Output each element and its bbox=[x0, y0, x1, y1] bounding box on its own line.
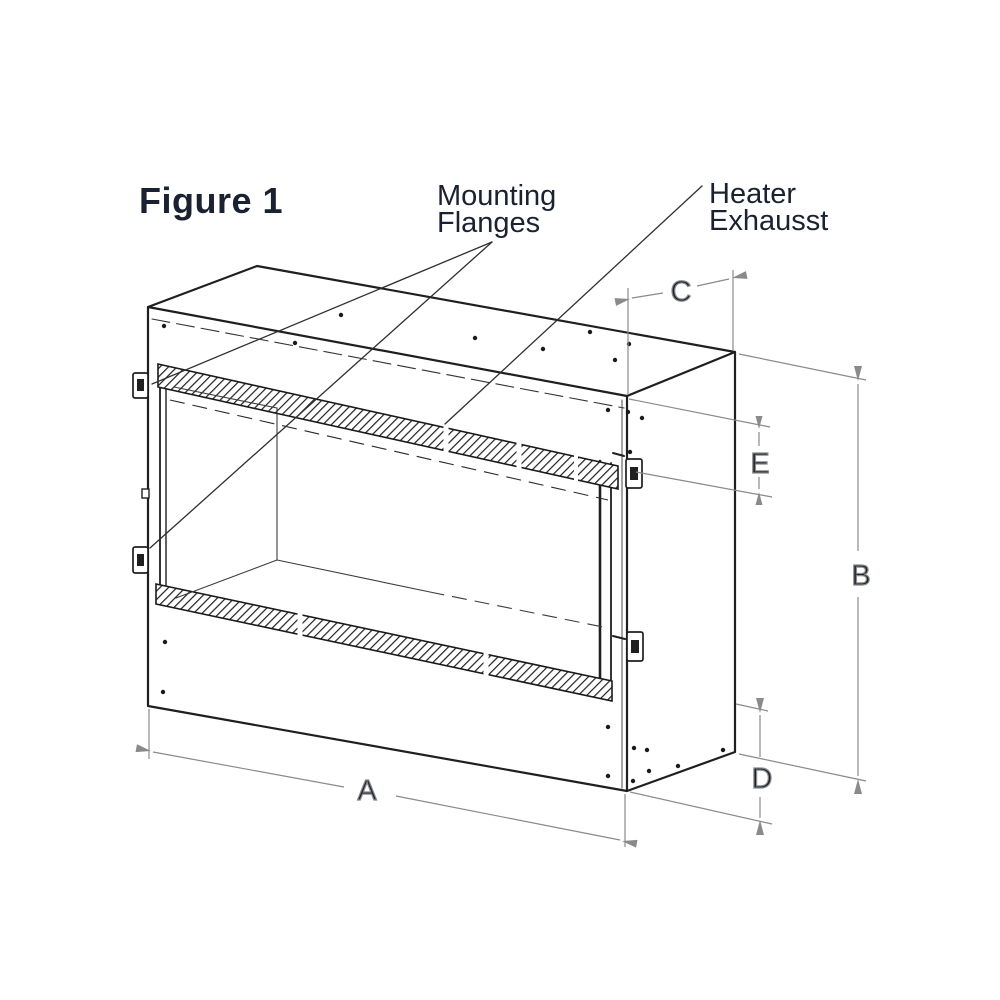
dim-b-label: B bbox=[851, 560, 870, 592]
dim-c-line-right bbox=[696, 278, 730, 287]
mounting-flange-top-left bbox=[132, 372, 149, 399]
left-edge-clip-tick bbox=[141, 488, 150, 499]
mounting-flanges-label-line2: Flanges bbox=[437, 207, 540, 239]
leader-lines bbox=[149, 185, 703, 549]
flange-slot bbox=[137, 379, 144, 391]
dim-a-arrow-right bbox=[622, 839, 638, 848]
bottom-grille-band bbox=[155, 583, 613, 702]
grille-band bbox=[157, 363, 619, 490]
mounting-flange-bottom-left bbox=[132, 546, 149, 574]
dim-e-ext-top bbox=[628, 398, 771, 428]
mounting-flanges bbox=[132, 372, 644, 662]
flange-slot bbox=[137, 554, 144, 566]
dim-e-arrow-top bbox=[755, 416, 763, 429]
dim-c-line-left bbox=[631, 292, 664, 299]
dimension-c: C bbox=[614, 270, 748, 394]
dim-a-arrow-left bbox=[135, 744, 151, 753]
mounting-flange-top-right bbox=[625, 458, 643, 489]
dim-c-label: C bbox=[671, 276, 692, 308]
dim-d-arrow-top bbox=[756, 698, 764, 713]
bottom-grille bbox=[155, 583, 613, 702]
dim-a-line-left bbox=[152, 751, 345, 788]
heater-exhaust-leader bbox=[444, 185, 703, 425]
dim-c-arrow-left bbox=[614, 298, 630, 306]
dim-d-label: D bbox=[752, 763, 773, 795]
right-side-face bbox=[625, 350, 737, 793]
dim-a-line-right bbox=[395, 795, 621, 841]
dim-d-arrow-bottom bbox=[756, 820, 764, 835]
dim-b-ext-top bbox=[738, 353, 867, 381]
dim-b-arrow-bottom bbox=[854, 779, 862, 794]
mounting-flanges-leader-lower bbox=[149, 241, 493, 549]
dim-e-arrow-bottom bbox=[755, 492, 763, 505]
dim-e-label: E bbox=[750, 448, 769, 480]
flange-tick-right-top bbox=[612, 452, 625, 457]
front-top-hem-line bbox=[151, 318, 625, 409]
interior-floor-back-edge-solid bbox=[276, 559, 431, 593]
front-face bbox=[146, 305, 629, 793]
mounting-flange-bottom-right bbox=[626, 631, 644, 662]
heater-exhaust-label: Heater Exhausst bbox=[709, 178, 828, 237]
heater-exhaust-grille bbox=[157, 363, 619, 501]
flange-slot bbox=[631, 640, 639, 653]
dimension-d: D bbox=[629, 698, 773, 835]
mounting-flanges-leader-upper bbox=[151, 241, 493, 385]
heater-exhaust-label-line1: Heater bbox=[709, 178, 796, 210]
heater-exhaust-label-line2: Exhausst bbox=[709, 205, 828, 237]
flange-slot bbox=[630, 467, 638, 480]
flange-tick-right-bottom bbox=[612, 635, 626, 640]
dim-d-ext-bottom bbox=[629, 791, 773, 825]
unit-body bbox=[146, 264, 737, 793]
interior-floor-back-edge-dashed bbox=[429, 591, 609, 629]
dim-a-label: A bbox=[357, 775, 377, 807]
interior-left-wall-base bbox=[175, 559, 278, 599]
dim-b-ext-bottom bbox=[738, 753, 867, 782]
interior-lines bbox=[173, 386, 609, 629]
mounting-flanges-label-line1: Mounting bbox=[437, 180, 556, 212]
dimension-e: E bbox=[628, 398, 773, 505]
figure-title: Figure 1 bbox=[139, 180, 283, 221]
grille-inner-line bbox=[169, 399, 609, 501]
top-face bbox=[146, 264, 737, 398]
dimension-a: A bbox=[135, 709, 638, 848]
dimension-b: B bbox=[738, 353, 871, 794]
dim-b-arrow-top bbox=[854, 366, 862, 381]
mounting-flanges-label: Mounting Flanges bbox=[437, 180, 556, 239]
dim-d-ext-top bbox=[735, 703, 769, 712]
interior-ceiling-left-junction bbox=[173, 386, 278, 409]
dim-e-ext-bottom bbox=[635, 471, 773, 498]
dim-c-arrow-right bbox=[732, 271, 748, 279]
